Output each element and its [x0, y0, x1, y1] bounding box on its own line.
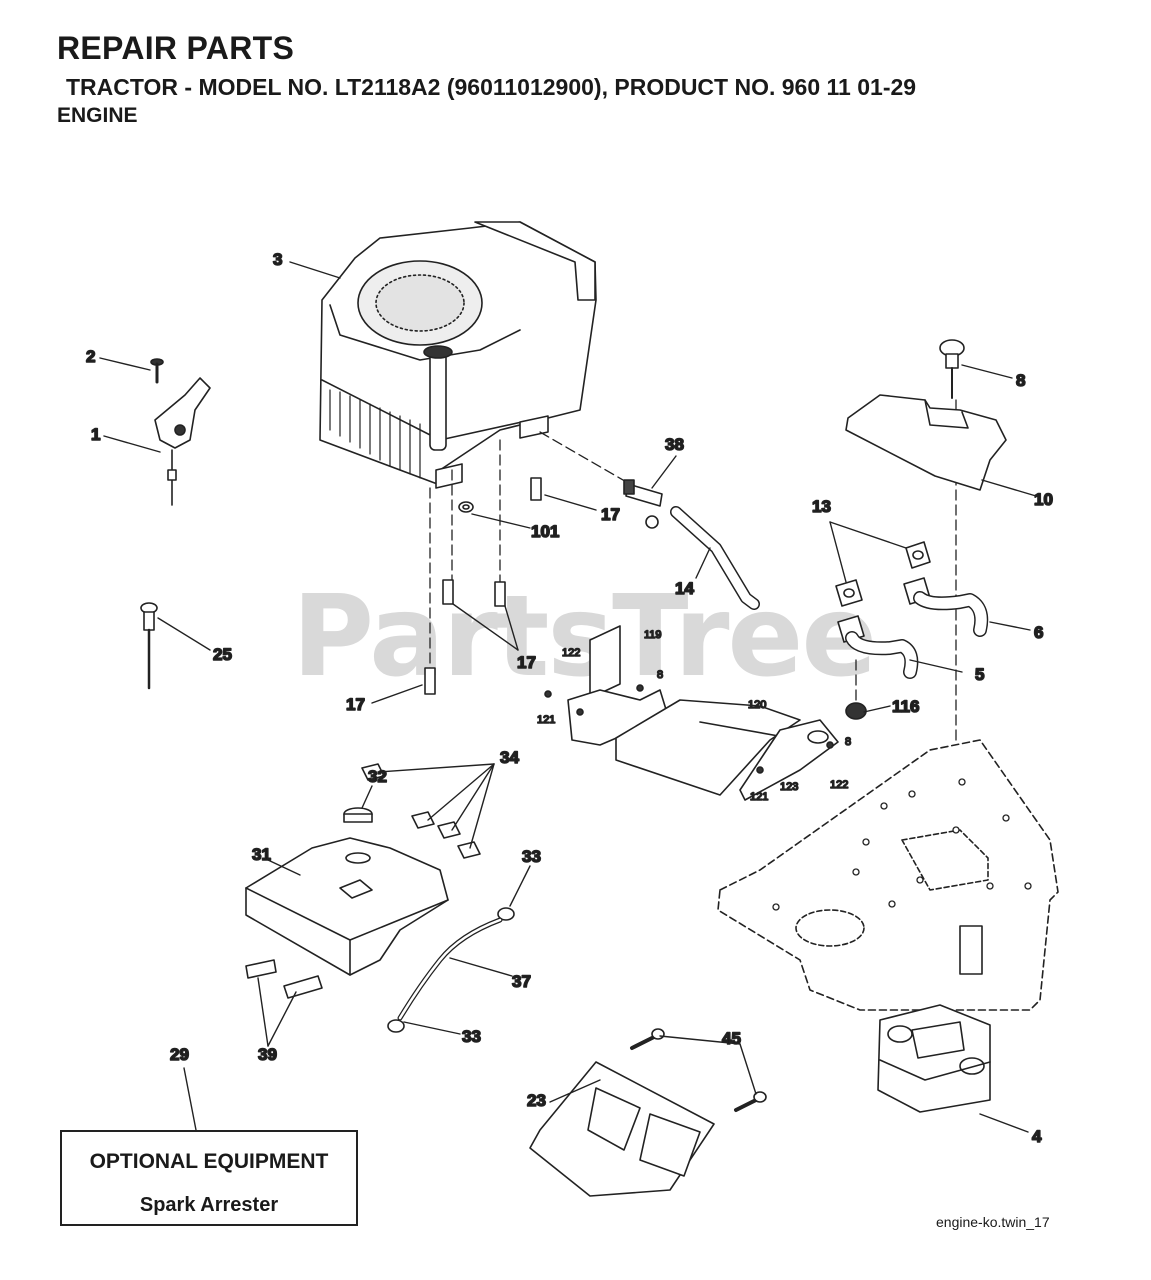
callout-121-left: 121 — [537, 714, 555, 726]
callout-29: 29 — [170, 1045, 189, 1064]
model-subtitle: TRACTOR - MODEL NO. LT2118A2 (9601101290… — [66, 74, 917, 100]
callout-38: 38 — [665, 435, 684, 454]
callout-4: 4 — [1032, 1127, 1042, 1146]
choke-cable-part[interactable] — [140, 602, 158, 690]
callout-23: 23 — [527, 1091, 546, 1110]
callout-8-upper: 8 — [657, 669, 663, 681]
screw-part[interactable] — [150, 358, 164, 384]
callout-34: 34 — [500, 748, 519, 767]
callout-123: 123 — [780, 781, 798, 793]
exhaust-pipe-right-part[interactable] — [903, 577, 989, 637]
watermark: PartsTree — [292, 572, 877, 702]
callout-119: 119 — [644, 629, 662, 641]
fuel-cap-part[interactable] — [343, 807, 373, 823]
callout-17-middle: 17 — [517, 653, 536, 672]
callout-121-right: 121 — [750, 791, 768, 803]
callout-33-lower: 33 — [462, 1027, 481, 1046]
callout-5: 5 — [975, 665, 984, 684]
callout-122-lower: 122 — [830, 779, 848, 791]
callout-1: 1 — [91, 425, 100, 444]
optional-equipment-item: Spark Arrester — [139, 1194, 279, 1216]
callout-8: 8 — [1016, 371, 1025, 390]
nut-part[interactable] — [458, 501, 474, 513]
callout-120: 120 — [748, 699, 766, 711]
callout-8-lower: 8 — [845, 736, 851, 748]
bolt-part[interactable] — [424, 477, 542, 695]
callout-17-lower: 17 — [346, 695, 365, 714]
callout-101: 101 — [531, 522, 559, 541]
callout-122-upper: 122 — [562, 647, 580, 659]
tank-pad-part[interactable] — [361, 763, 481, 859]
knob-part[interactable] — [939, 339, 965, 399]
deflector-screw-part[interactable] — [630, 1028, 767, 1112]
hose-clamp-part[interactable] — [387, 907, 515, 1033]
deflector-part[interactable] — [529, 1061, 715, 1197]
fuel-hose-part[interactable] — [670, 506, 760, 610]
callout-6: 6 — [1034, 623, 1043, 642]
air-baffle-part[interactable] — [544, 625, 839, 801]
heat-shield-part[interactable] — [845, 394, 1007, 491]
exhaust-nut-part[interactable] — [845, 702, 867, 720]
engine-part[interactable] — [319, 221, 597, 489]
section-heading: ENGINE — [57, 104, 138, 127]
muffler-part[interactable] — [877, 1004, 991, 1113]
callout-2: 2 — [86, 347, 95, 366]
optional-equipment-box: OPTIONAL EQUIPMENT Spark Arrester — [60, 1130, 358, 1226]
callout-17-upper: 17 — [601, 505, 620, 524]
callout-3: 3 — [273, 250, 282, 269]
callout-10: 10 — [1034, 490, 1053, 509]
page-title: REPAIR PARTS — [57, 30, 295, 66]
callout-32: 32 — [368, 767, 387, 786]
callout-25: 25 — [213, 645, 232, 664]
fuel-line-part[interactable] — [397, 917, 503, 1021]
callout-37: 37 — [512, 972, 531, 991]
frame-part[interactable] — [717, 739, 1059, 1011]
fuel-tank-part[interactable] — [245, 837, 449, 976]
tank-pad-lower-part[interactable] — [245, 959, 323, 999]
callout-39: 39 — [258, 1045, 277, 1064]
callout-33-upper: 33 — [522, 847, 541, 866]
callout-14: 14 — [675, 579, 694, 598]
exhaust-pipe-left-part[interactable] — [837, 615, 919, 679]
figure-reference: engine-ko.twin_17 — [936, 1214, 1050, 1230]
fuel-fitting-part[interactable] — [623, 479, 663, 529]
exhaust-gasket-part[interactable] — [835, 541, 931, 607]
optional-equipment-title: OPTIONAL EQUIPMENT — [89, 1150, 329, 1173]
callout-116: 116 — [892, 697, 919, 716]
callout-31: 31 — [252, 845, 271, 864]
callout-13: 13 — [812, 497, 831, 516]
throttle-control-part[interactable] — [154, 377, 211, 506]
callout-45: 45 — [722, 1029, 741, 1048]
